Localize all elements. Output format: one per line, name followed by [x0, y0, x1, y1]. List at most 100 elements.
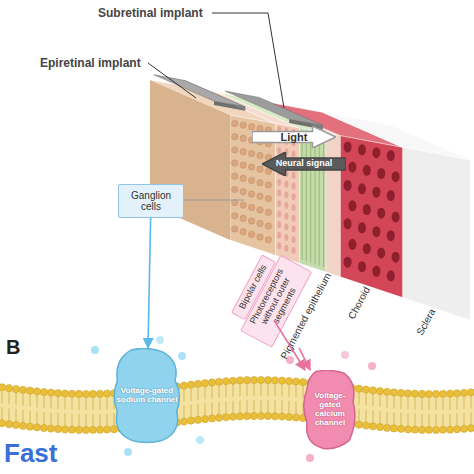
lipid-tail	[9, 408, 10, 422]
node-text: Light	[281, 131, 308, 143]
bipolar-cell	[284, 181, 288, 188]
node-text: Neural signal	[276, 159, 333, 169]
lipid-tail	[401, 413, 402, 427]
lipid-tail	[380, 393, 381, 407]
lipid-head	[222, 378, 229, 385]
calcium-channel-outline	[304, 370, 355, 448]
blood-vessel	[344, 142, 352, 153]
lipid-head	[40, 388, 47, 395]
light-arrow-outline	[252, 126, 336, 148]
lipid-head	[355, 421, 362, 428]
lipid-head	[236, 377, 243, 384]
lipid-head	[355, 385, 362, 392]
bipolar-cell	[292, 236, 296, 243]
lipid-tail	[394, 412, 395, 426]
lipid-tail	[58, 395, 59, 409]
lipid-head	[0, 420, 6, 427]
lipid-head	[75, 390, 82, 397]
lipid-head	[446, 426, 453, 433]
ganglion-cell	[248, 204, 254, 210]
subretinal-implant	[225, 91, 323, 125]
lipid-head	[26, 387, 33, 394]
blood-vessel	[344, 257, 352, 268]
lipid-tail	[191, 405, 192, 419]
lipid-tail	[86, 396, 87, 410]
blood-vessel	[344, 180, 352, 191]
blood-vessel	[344, 218, 352, 229]
lipid-head	[411, 426, 418, 433]
lipid-tail	[16, 409, 17, 423]
lipid-tail	[359, 391, 360, 405]
lipid-head	[397, 425, 404, 432]
lipid-tail	[9, 390, 10, 404]
lipid-head	[404, 390, 411, 397]
lipid-tail	[58, 413, 59, 427]
lipid-head	[369, 423, 376, 430]
lipid-head	[5, 421, 12, 428]
ganglion-cell	[240, 175, 246, 181]
blood-vessel	[358, 261, 366, 272]
lipid-tail	[72, 396, 73, 410]
lipid-head	[187, 381, 194, 388]
lipid-head	[467, 389, 474, 396]
speed-label: Fast	[4, 438, 57, 469]
light-arrow: Light	[252, 126, 336, 148]
lipid-tail	[303, 384, 304, 398]
layer-name: Sclera	[414, 307, 437, 337]
lipid-head	[376, 388, 383, 395]
ganglion-cell	[232, 147, 238, 153]
lipid-tail	[268, 400, 269, 414]
lipid-tail	[254, 382, 255, 396]
sodium-channel: Voltage-gated sodium channel	[108, 348, 186, 444]
lipid-tail	[436, 414, 437, 428]
lipid-tail	[296, 402, 297, 416]
node-text: Voltage-gated sodium channel	[116, 387, 178, 405]
lipid-head	[369, 387, 376, 394]
lipid-head	[411, 390, 418, 397]
blood-vessel	[372, 187, 380, 198]
ion	[306, 454, 314, 462]
lipid-tail	[289, 401, 290, 415]
ganglion-cell	[232, 213, 238, 219]
lipid-head	[5, 385, 12, 392]
ganglion-cell	[232, 226, 238, 232]
lipid-head	[271, 413, 278, 420]
lipid-tail	[247, 400, 248, 414]
lipid-head	[446, 390, 453, 397]
lipid-tail	[282, 383, 283, 397]
lipid-tail	[394, 394, 395, 408]
lipid-head	[0, 384, 6, 391]
lipid-tail	[457, 395, 458, 409]
epiretinal-implant	[154, 75, 245, 107]
lipid-tail	[51, 413, 52, 427]
lipid-tail	[16, 391, 17, 405]
lipid-head	[19, 386, 26, 393]
ganglion-cell	[265, 237, 271, 243]
label-box: Ganglion cells	[118, 184, 184, 218]
ganglion-cell	[257, 152, 263, 158]
calcium-channel: Voltage-gated calcium channel	[298, 370, 362, 450]
lipid-tail	[387, 412, 388, 426]
panel-letter: B	[6, 336, 20, 359]
blood-vessel	[392, 252, 400, 263]
ganglion-cell	[257, 193, 263, 199]
bipolar-cell	[284, 223, 288, 230]
blood-vessel	[387, 190, 395, 201]
lipid-tail	[261, 400, 262, 414]
lipid-tail	[261, 382, 262, 396]
lipid-head	[89, 426, 96, 433]
leader-arrow	[299, 348, 310, 370]
lipid-tail	[247, 382, 248, 396]
blood-vessel	[387, 150, 395, 161]
lipid-tail	[100, 414, 101, 428]
lipid-tail	[275, 400, 276, 414]
ganglion-cell	[265, 182, 271, 188]
ganglion-cell	[240, 135, 246, 141]
bipolar-cell	[277, 232, 281, 239]
lipid-head	[33, 424, 40, 431]
lipid-head	[208, 379, 215, 386]
bipolar-cell	[284, 234, 288, 241]
